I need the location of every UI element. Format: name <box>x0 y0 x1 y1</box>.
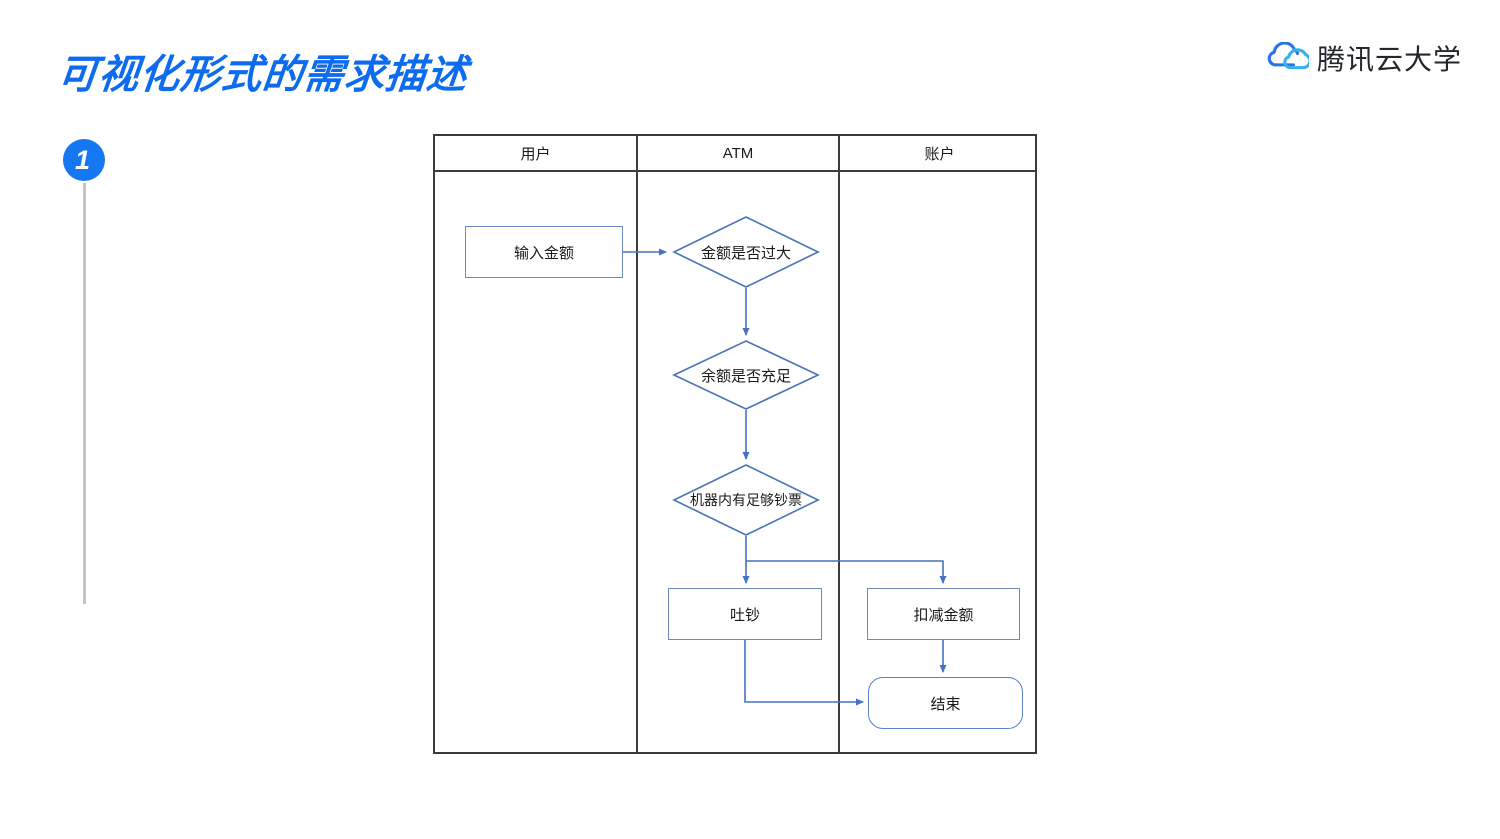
lane-header-user: 用户 <box>520 145 551 163</box>
page-title: 可视化形式的需求描述 <box>55 53 470 97</box>
node-decision-check-balance: 余额是否充足 <box>672 340 820 410</box>
lane-header-atm: ATM <box>722 144 754 162</box>
node-dispense-cash: 吐钞 <box>668 588 822 640</box>
node-input-amount-label: 输入金额 <box>513 244 574 262</box>
brand-logo-text: 腾讯云大学 <box>1316 44 1462 75</box>
node-decision-check-cash: 机器内有足够钞票 <box>672 464 820 536</box>
node-check-amount-label: 金额是否过大 <box>700 244 791 262</box>
node-dispense-cash-label: 吐钞 <box>729 606 760 624</box>
diamond-shape <box>672 464 820 536</box>
lane-divider <box>838 136 840 752</box>
timeline-line <box>83 183 86 604</box>
node-deduct-amount-label: 扣减金额 <box>913 606 974 624</box>
diamond-shape <box>672 216 820 288</box>
node-decision-check-amount: 金额是否过大 <box>672 216 820 288</box>
node-end: 结束 <box>868 677 1023 729</box>
node-check-balance-label: 余额是否充足 <box>700 367 791 385</box>
swimlane-diagram: 用户 ATM 账户 输入金额 金额是否过大 余额是否充 <box>433 134 1037 754</box>
tencent-cloud-icon <box>1267 42 1309 70</box>
step-badge: 1 <box>63 139 105 181</box>
brand-logo: 腾讯云大学 <box>1265 38 1462 78</box>
arrow-dispense-to-end <box>744 640 864 706</box>
node-check-cash-label: 机器内有足够钞票 <box>690 492 802 508</box>
node-input-amount: 输入金额 <box>465 226 623 278</box>
lane-header-border <box>435 170 1035 172</box>
node-deduct-amount: 扣减金额 <box>867 588 1020 640</box>
arrow-check-cash-to-deduct <box>746 560 947 584</box>
diamond-shape <box>672 340 820 410</box>
node-end-label: 结束 <box>930 695 961 713</box>
lane-header-account: 账户 <box>924 145 955 163</box>
lane-divider <box>636 136 638 752</box>
